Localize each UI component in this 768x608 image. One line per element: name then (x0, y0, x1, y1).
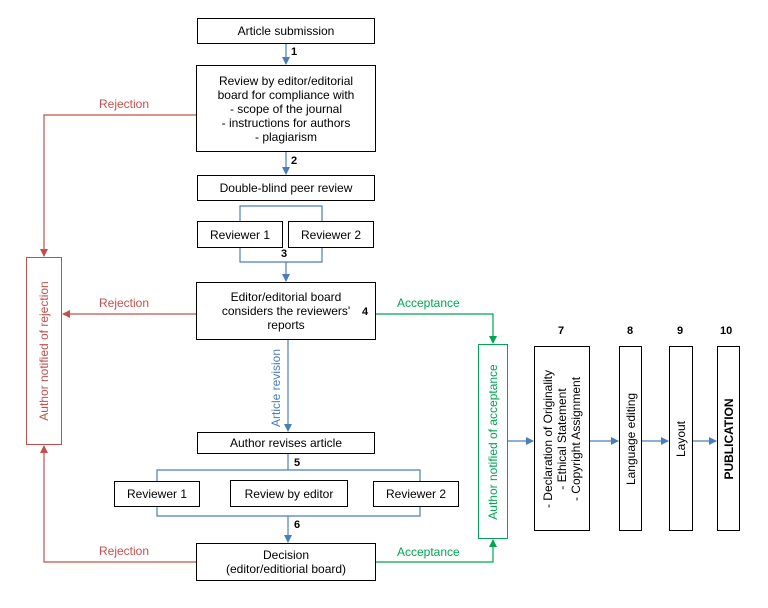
article-submission-label: Article submission (237, 24, 335, 38)
reviewer-1-second-label: Reviewer 1 (126, 487, 188, 501)
rejection-arrow-1 (40, 114, 196, 257)
review-line-4: - instructions for authors (221, 115, 351, 130)
acceptance-label-2: Acceptance (397, 545, 460, 559)
review-line-2: board for compliance with (217, 87, 355, 102)
author-notified-rejection-box: Author notified of rejection (26, 257, 62, 445)
step-number-8: 8 (627, 325, 634, 337)
article-submission-box: Article submission (197, 18, 375, 44)
author-revises-label: Author revises article (229, 436, 343, 450)
reviewer-2-second-label: Reviewer 2 (385, 487, 447, 501)
step-number-9: 9 (677, 325, 684, 337)
reviewer-2-box: Reviewer 2 (288, 221, 374, 248)
review-by-editor-label: Review by editor (244, 486, 334, 501)
author-notified-acceptance-box: Author notified of acceptance (478, 344, 508, 539)
editor-compliance-review-box: Review by editor/editorial board for com… (196, 65, 376, 152)
split-reviewers-a (239, 205, 323, 221)
publication-box: PUBLICATION (717, 346, 740, 531)
rejection-label-1: Rejection (99, 97, 150, 111)
step-number-3: 3 (281, 248, 288, 260)
step-number-10: 10 (720, 325, 733, 337)
layout-label: Layout (674, 420, 688, 457)
considers-line-3: reports (267, 318, 305, 332)
double-blind-label: Double-blind peer review (219, 181, 353, 195)
editor-considers-reports-box: Editor/editorial board considers the rev… (196, 282, 376, 340)
layout-box: Layout (669, 346, 693, 531)
step-number-2: 2 (291, 155, 298, 167)
language-editing-label: Language editing (623, 392, 638, 485)
reviewer-2-label: Reviewer 2 (300, 227, 362, 242)
author-rejection-label: Author notified of rejection (37, 281, 51, 421)
author-revises-box: Author revises article (197, 432, 375, 454)
declaration-text: - Declaration of Originality - Ethical S… (541, 369, 583, 507)
reviewer-2-second-box: Reviewer 2 (373, 481, 459, 507)
considers-line-1: Editor/editorial board (230, 290, 342, 304)
author-acceptance-label: Author notified of acceptance (486, 363, 500, 520)
step-number-5: 5 (294, 457, 301, 469)
rejection-label-2: Rejection (99, 296, 150, 310)
rejection-label-3: Rejection (99, 544, 150, 558)
review-line-5: - plagiarism (254, 129, 317, 144)
acceptance-arrow-2 (376, 539, 497, 563)
reviewer-1-second-box: Reviewer 1 (114, 481, 200, 507)
review-by-editor-box: Review by editor (230, 480, 348, 507)
language-editing-box: Language editing (619, 346, 642, 531)
review-line-1: Review by editor/editorial (218, 73, 354, 88)
publication-label: PUBLICATION (721, 397, 736, 480)
declaration-box: - Declaration of Originality - Ethical S… (534, 346, 590, 531)
step-number-6: 6 (294, 519, 301, 531)
decision-line-2: (editor/editiorial board) (225, 562, 347, 576)
review-line-3: - scope of the journal (229, 101, 343, 116)
decision-line-1: Decision (262, 548, 310, 562)
reviewer-1-box: Reviewer 1 (197, 221, 283, 248)
declaration-line-2: - Ethical Statement (555, 387, 569, 490)
declaration-line-1: - Declaration of Originality (541, 369, 555, 508)
double-blind-review-box: Double-blind peer review (197, 175, 375, 201)
considers-line-2: considers the reviewers' (221, 304, 351, 318)
split-reviewers-b (156, 469, 421, 481)
step-number-4: 4 (362, 306, 369, 318)
reviewer-1-label: Reviewer 1 (209, 227, 271, 242)
step-number-7: 7 (558, 325, 565, 337)
rejection-arrow-3 (40, 445, 196, 563)
declaration-line-3: - Copyright Assignment (569, 376, 583, 501)
merge-reviewers-b (156, 506, 421, 517)
acceptance-label-1: Acceptance (397, 296, 460, 310)
article-revision-label: Article revision (269, 348, 283, 428)
acceptance-arrow-1 (376, 313, 497, 344)
decision-box: Decision (editor/editiorial board) (196, 543, 376, 581)
merge-reviewers-a (239, 248, 323, 263)
step-number-1: 1 (291, 46, 298, 58)
